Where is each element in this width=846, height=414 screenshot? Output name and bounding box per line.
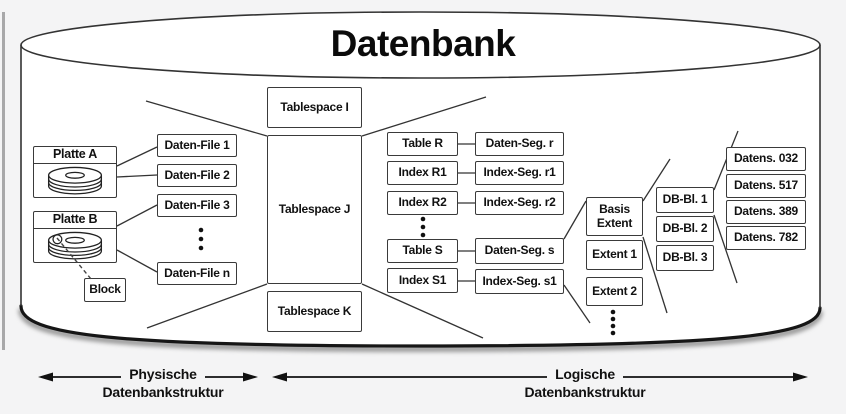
node-tablespace-i: Tablespace I	[267, 87, 362, 128]
logical-structure-line1: Logische	[547, 366, 623, 383]
block-marker-icon	[52, 234, 63, 245]
node-datensatz-389: Datens. 389	[726, 200, 806, 224]
logical-range-arrow	[272, 372, 808, 382]
connector-lines	[116, 143, 475, 282]
disk-icon	[47, 166, 103, 195]
disk-icon-with-block-marker	[47, 231, 103, 260]
node-block: Block	[84, 278, 126, 302]
node-daten-file-n: Daten-File n	[157, 262, 237, 285]
node-tablespace-k: Tablespace K	[267, 291, 362, 332]
node-daten-file-2: Daten-File 2	[157, 164, 237, 187]
node-extent-2: Extent 2	[586, 277, 643, 306]
diagram-title: Datenbank	[330, 23, 516, 64]
node-daten-file-1: Daten-File 1	[157, 134, 237, 157]
node-daten-file-3: Daten-File 3	[157, 194, 237, 217]
node-daten-seg-s: Daten-Seg. s	[475, 238, 564, 264]
left-edge-shadow	[2, 12, 5, 350]
node-index-r2: Index R2	[387, 191, 458, 215]
node-daten-seg-r: Daten-Seg. r	[475, 132, 564, 156]
physical-structure-label: Physische Datenbankstruktur	[53, 366, 273, 400]
node-tablespace-j: Tablespace J	[267, 135, 362, 284]
node-table-r: Table R	[387, 132, 458, 156]
node-index-r1: Index R1	[387, 161, 458, 185]
node-datensatz-782: Datens. 782	[726, 226, 806, 250]
node-platte-b: Platte B	[33, 211, 117, 263]
platte-b-label: Platte B	[34, 212, 116, 229]
node-datensatz-032: Datens. 032	[726, 147, 806, 171]
node-db-block-1: DB-Bl. 1	[656, 187, 714, 213]
node-index-seg-s1: Index-Seg. s1	[475, 269, 564, 294]
node-extent-1: Extent 1	[586, 240, 643, 270]
logical-structure-line2: Datenbankstruktur	[524, 384, 646, 400]
node-db-block-3: DB-Bl. 3	[656, 245, 714, 271]
node-index-s1: Index S1	[387, 268, 458, 293]
ellipsis-dots	[198, 216, 616, 336]
node-index-seg-r2: Index-Seg. r2	[475, 191, 564, 215]
node-datensatz-517: Datens. 517	[726, 174, 806, 198]
node-db-block-2: DB-Bl. 2	[656, 216, 714, 242]
physical-structure-line2: Datenbankstruktur	[102, 384, 224, 400]
logical-structure-label: Logische Datenbankstruktur	[475, 366, 695, 400]
node-table-s: Table S	[387, 239, 458, 263]
node-platte-a: Platte A	[33, 146, 117, 198]
node-basis-extent: Basis Extent	[586, 197, 643, 236]
physical-structure-line1: Physische	[121, 366, 205, 383]
platte-a-label: Platte A	[34, 147, 116, 164]
hierarchy-fan-lines	[145, 96, 739, 339]
node-index-seg-r1: Index-Seg. r1	[475, 161, 564, 185]
